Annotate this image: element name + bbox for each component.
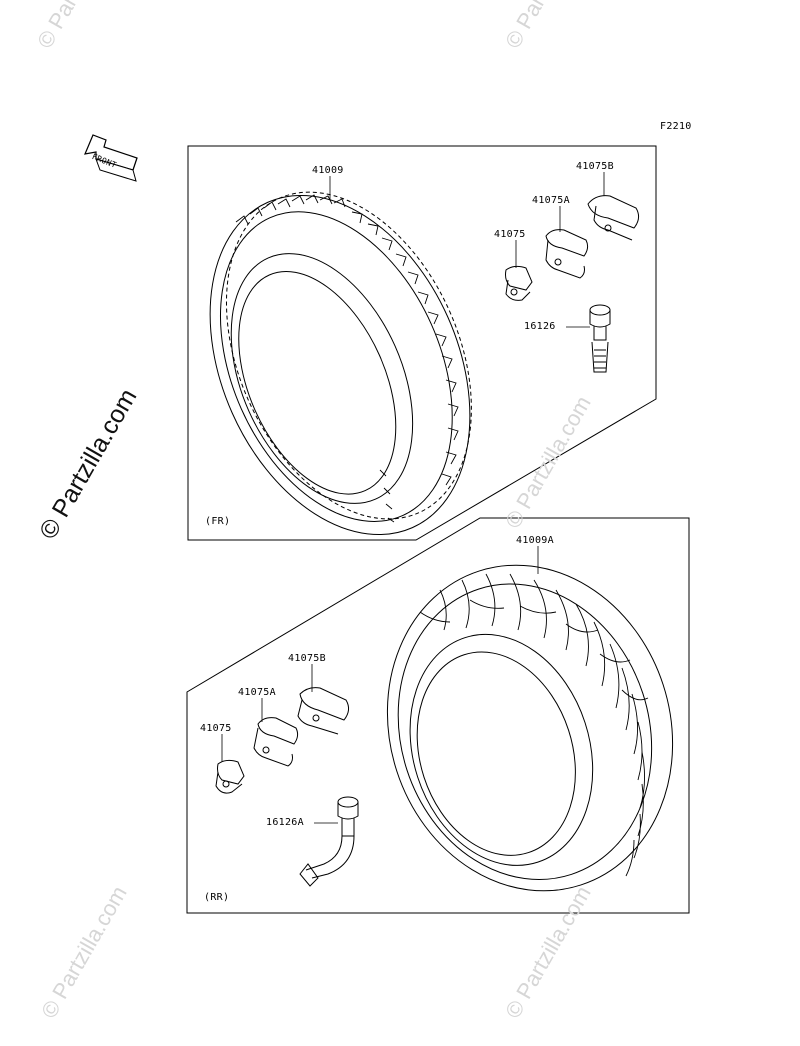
rear-valve-icon (299, 796, 359, 887)
front-clip-label: 41075 (494, 229, 526, 240)
front-valve-label: 16126 (524, 321, 556, 332)
rear-tire-tread (419, 573, 649, 877)
figure-code: F2210 (660, 121, 692, 132)
front-arrow-icon (84, 134, 138, 182)
front-clip-icon (505, 265, 533, 301)
rear-clip-a-label: 41075A (238, 687, 276, 698)
rear-tire-label: 41009A (516, 535, 554, 546)
front-tire-tread (235, 194, 459, 523)
rear-clip-icon (215, 759, 245, 794)
front-tire-icon (209, 191, 472, 536)
front-group-frame (187, 145, 657, 541)
front-clip-a-icon (545, 229, 589, 279)
rear-group-frame (186, 517, 690, 914)
rear-tire-icon (386, 564, 674, 892)
front-clip-b-label: 41075B (576, 161, 614, 172)
rear-clip-label: 41075 (200, 723, 232, 734)
leader-lines (221, 172, 605, 824)
rear-clip-a-icon (253, 717, 299, 767)
rear-valve-label: 16126A (266, 817, 304, 828)
front-tire-label: 41009 (312, 165, 344, 176)
rear-clip-b-icon (297, 687, 350, 735)
rear-clip-b-label: 41075B (288, 653, 326, 664)
front-clip-a-label: 41075A (532, 195, 570, 206)
front-valve-icon (589, 304, 611, 373)
front-group-tag: (FR) (205, 516, 231, 527)
front-clip-b-icon (587, 195, 640, 241)
rear-group-tag: (RR) (204, 892, 230, 903)
